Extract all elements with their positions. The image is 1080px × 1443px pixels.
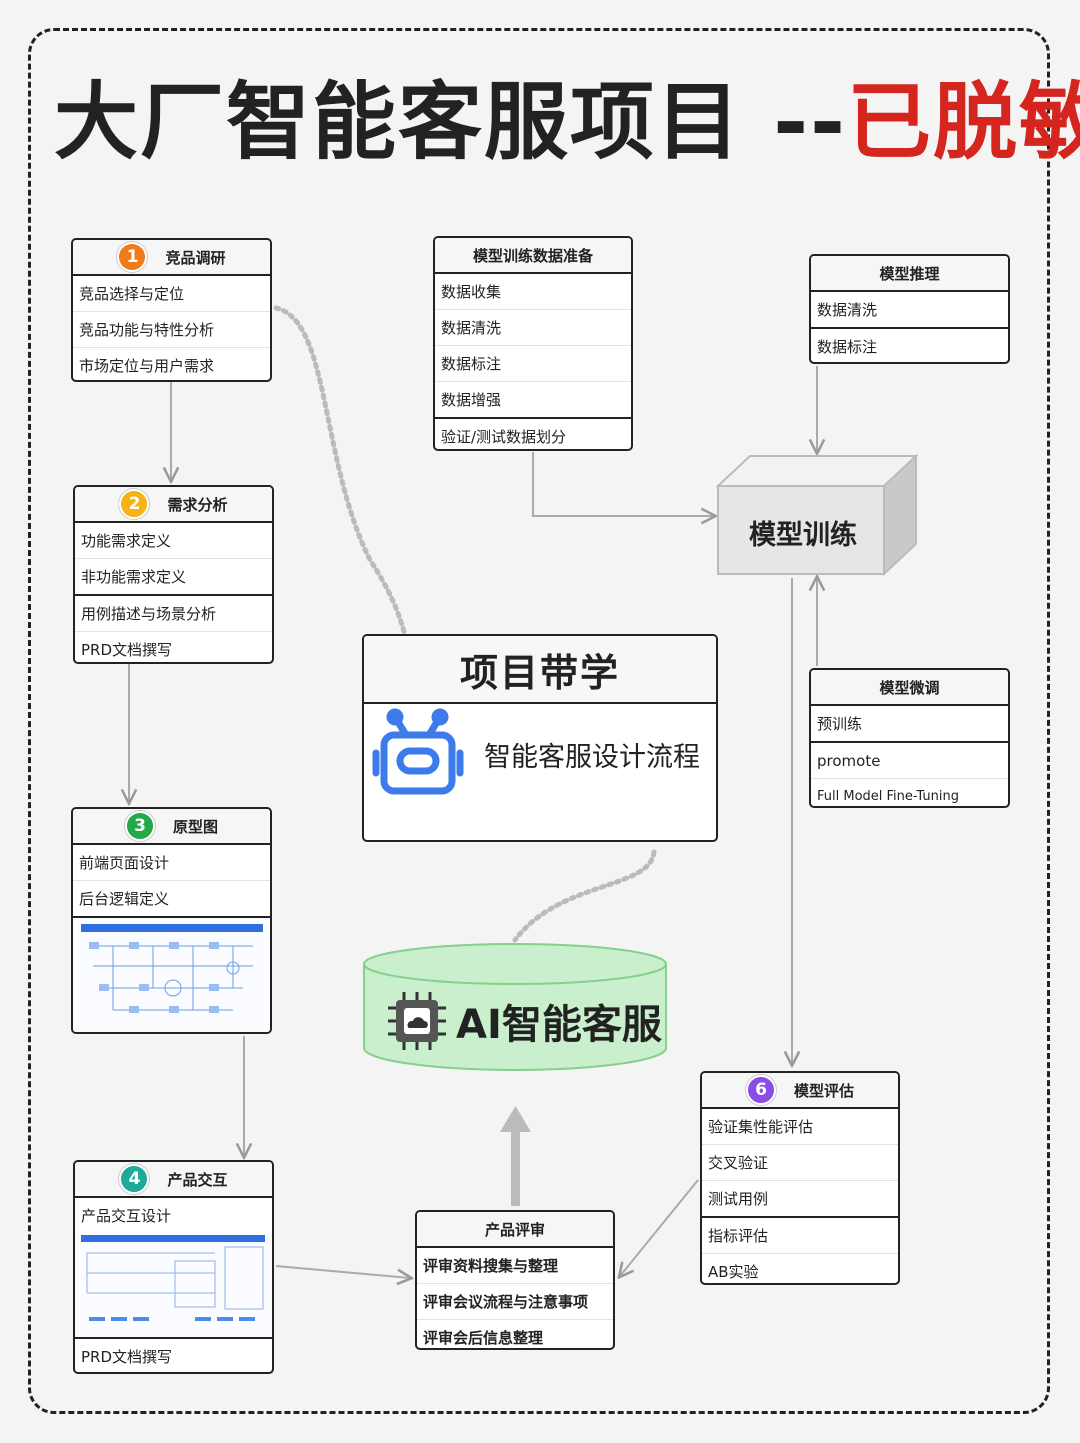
step-badge: 4	[119, 1164, 150, 1194]
card-header: 模型微调	[811, 670, 1008, 706]
page-title: 大厂智能客服项目 --已脱敏	[54, 73, 1080, 171]
card-header: 2 需求分析	[75, 487, 272, 523]
card-header: 产品评审	[417, 1212, 613, 1248]
step-badge: 3	[124, 811, 155, 841]
model-evaluation-card: 6 模型评估 验证集性能评估 交叉验证 测试用例 指标评估 AB实验	[700, 1071, 900, 1285]
list-item: PRD文档撰写	[75, 1337, 272, 1372]
list-item: 预训练	[811, 706, 1008, 743]
card-title: 竞品调研	[165, 248, 226, 267]
list-item: 测试用例	[702, 1181, 898, 1218]
card-title: 产品交互	[167, 1170, 228, 1189]
card-title: 需求分析	[167, 495, 228, 514]
list-item: 验证/测试数据划分	[441, 428, 567, 446]
list-item: 数据清洗	[811, 292, 1008, 329]
list-item: 产品交互设计	[81, 1207, 172, 1225]
list-item: 后台逻辑定义	[79, 890, 170, 908]
product-interaction-card: 4 产品交互 产品交互设计 PRD文档撰写	[73, 1160, 274, 1374]
step-badge: 1	[117, 242, 148, 272]
list-item: 功能需求定义	[75, 523, 272, 559]
list-item: Full Model Fine-Tuning	[817, 789, 959, 804]
list-item: 竞品功能与特性分析	[73, 312, 270, 348]
list-item: 竞品选择与定位	[73, 276, 270, 312]
prototype-card: 3 原型图 前端页面设计 后台逻辑定义	[71, 807, 272, 1034]
card-header: 1 竞品调研	[73, 240, 270, 276]
list-item: 数据标注	[435, 346, 631, 382]
list-item: promote	[811, 743, 1008, 779]
mentoring-subtitle: 智能客服设计流程	[484, 741, 700, 773]
training-data-prep-card: 模型训练数据准备 数据收集 数据清洗 数据标注 数据增强 验证/测试数据划分	[433, 236, 633, 451]
dashed-frame	[28, 28, 1050, 1414]
card-title: 原型图	[172, 817, 218, 836]
ai-customer-service-database	[363, 943, 667, 1071]
mentoring-title: 项目带学	[364, 636, 716, 704]
list-item: 非功能需求定义	[75, 559, 272, 596]
model-training-cube	[715, 453, 919, 577]
list-item: 数据清洗	[435, 310, 631, 346]
card-header: 4 产品交互	[75, 1162, 272, 1198]
list-item: 数据收集	[435, 274, 631, 310]
project-mentoring-card: 项目带学 智能客服设计流程	[362, 634, 718, 842]
step-badge: 6	[745, 1075, 776, 1105]
requirements-analysis-card: 2 需求分析 功能需求定义 非功能需求定义 用例描述与场景分析 PRD文档撰写	[73, 485, 274, 664]
list-item: 前端页面设计	[73, 845, 270, 881]
ai-customer-service-label: AI智能客服	[456, 1002, 662, 1048]
list-item: 数据标注	[817, 338, 878, 356]
list-item: PRD文档撰写	[81, 641, 173, 659]
list-item: 验证集性能评估	[702, 1109, 898, 1145]
product-review-card: 产品评审 评审资料搜集与整理 评审会议流程与注意事项 评审会后信息整理	[415, 1210, 615, 1350]
model-finetune-card: 模型微调 预训练 promote Full Model Fine-Tuning	[809, 668, 1010, 808]
model-training-label: 模型训练	[749, 519, 857, 551]
step-badge: 2	[119, 489, 150, 519]
robot-icon	[372, 708, 464, 795]
card-header: 6 模型评估	[702, 1073, 898, 1109]
mentoring-body: 智能客服设计流程	[364, 704, 716, 804]
prototype-flowchart-thumbnail	[73, 916, 270, 1032]
interaction-flow-thumbnail	[75, 1233, 272, 1337]
list-item: 市场定位与用户需求	[79, 357, 215, 375]
list-item: 指标评估	[702, 1218, 898, 1254]
list-item: AB实验	[708, 1263, 759, 1281]
list-item: 评审资料搜集与整理	[417, 1248, 613, 1284]
card-title: 模型评估	[793, 1081, 854, 1100]
card-header: 3 原型图	[73, 809, 270, 845]
list-item: 用例描述与场景分析	[75, 596, 272, 632]
list-item: 交叉验证	[702, 1145, 898, 1181]
card-header: 模型训练数据准备	[435, 238, 631, 274]
list-item: 评审会议流程与注意事项	[417, 1284, 613, 1320]
card-header: 模型推理	[811, 256, 1008, 292]
model-inference-card: 模型推理 数据清洗 数据标注	[809, 254, 1010, 364]
competitive-research-card: 1 竞品调研 竞品选择与定位 竞品功能与特性分析 市场定位与用户需求	[71, 238, 272, 382]
list-item: 数据增强	[435, 382, 631, 419]
chip-icon	[388, 992, 446, 1050]
list-item: 评审会后信息整理	[423, 1329, 544, 1347]
